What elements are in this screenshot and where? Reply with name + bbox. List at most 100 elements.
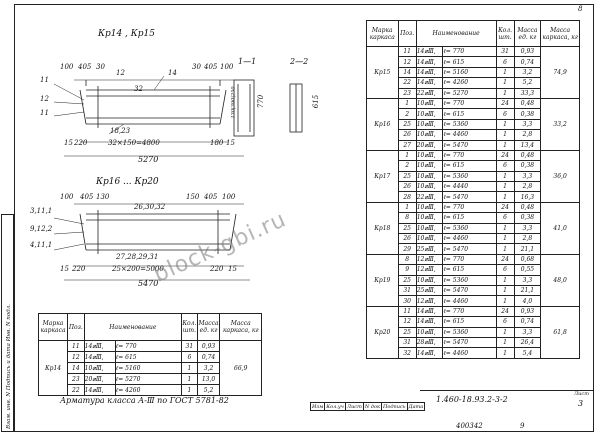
header-cage-mass: Масса каркаса, кг: [219, 313, 262, 341]
quantity: 1: [495, 243, 515, 255]
document-code: 1.460-18.93.2-3-2: [436, 395, 508, 404]
quantity: 1: [495, 129, 515, 141]
side-stamp-text: Взам. инв. N Подпись и дата Инв. N подл.: [6, 304, 12, 429]
bar-length: ℓ= 5360: [442, 118, 497, 131]
quantity: 6: [495, 56, 515, 68]
dim-label: 615: [312, 94, 321, 109]
bar-length: ℓ= 4460: [442, 295, 497, 307]
bar-length: ℓ= 5470: [442, 191, 497, 203]
bar-diameter: 10⌀Ⅲ,: [415, 160, 444, 172]
bar-diameter: 12⌀Ⅲ,: [415, 264, 444, 276]
cage-mark: Кр15: [366, 46, 399, 99]
quantity: 1: [495, 222, 515, 235]
bar-length: ℓ= 5160: [114, 362, 183, 374]
bar-diameter: 14⌀Ⅲ,: [415, 66, 444, 79]
position: 23: [397, 87, 417, 99]
stamp-col: Изм: [309, 402, 326, 411]
dim-label: 405: [204, 193, 218, 201]
kr14-table: Марка каркаса Поз. Наименование Кол. шт.…: [37, 313, 262, 396]
quantity: 1: [495, 191, 515, 203]
quantity: 1: [495, 170, 515, 183]
quantity: 1: [495, 326, 515, 338]
quantity: 6: [495, 264, 515, 276]
bar-diameter: 14⌀Ⅲ,: [415, 77, 444, 89]
dim-label: 405: [80, 193, 94, 201]
bar-diameter: 10⌀Ⅲ,: [415, 149, 444, 162]
bar-length: ℓ= 4440: [442, 181, 497, 193]
quantity: 1: [495, 295, 515, 307]
position: 25: [397, 118, 417, 131]
position-mark: 12: [40, 95, 49, 103]
cage-mark: Кр17: [366, 149, 399, 203]
unit-mass: 0,55: [513, 264, 542, 276]
quantity: 1: [181, 373, 198, 385]
position: 32: [397, 347, 417, 359]
cage-mass: 41,0: [540, 201, 580, 255]
dim-label: 30: [192, 63, 201, 71]
position: 1: [397, 149, 417, 162]
stamp-col: N док: [362, 402, 382, 411]
unit-mass: 5,2: [196, 384, 221, 396]
unit-mass: 21,1: [513, 284, 542, 297]
position-mark: 11: [40, 109, 49, 117]
quantity: 1: [495, 347, 515, 359]
bar-length: ℓ= 615: [442, 56, 497, 68]
bar-length: ℓ= 770: [442, 149, 497, 162]
bar-diameter: 10⌀Ⅲ,: [415, 118, 444, 131]
bar-length: ℓ= 770: [442, 97, 497, 110]
stamp-col: Дата: [406, 402, 426, 411]
dim-label: 15: [64, 139, 73, 147]
dim-label: 15: [226, 139, 235, 147]
bar-diameter: 14⌀Ⅲ,: [83, 384, 116, 396]
unit-mass: 0,93: [196, 340, 221, 352]
unit-mass: 0,74: [513, 56, 542, 68]
bar-length: ℓ= 770: [442, 253, 497, 266]
quantity: 24: [495, 305, 515, 318]
position: 31: [397, 284, 417, 297]
quantity: 1: [495, 139, 515, 151]
position-mark: 18,23: [110, 127, 131, 135]
bar-diameter: 22⌀Ⅲ,: [415, 191, 444, 203]
position: 8: [397, 253, 417, 266]
dim-label: 405: [204, 63, 218, 71]
bar-length: ℓ= 5160: [442, 66, 497, 79]
unit-mass: 3,2: [196, 362, 221, 374]
unit-mass: 2,8: [513, 181, 542, 193]
position: 14: [397, 66, 417, 79]
unit-mass: 2,8: [513, 233, 542, 245]
position: 11: [67, 340, 85, 352]
position-mark: 32: [134, 85, 143, 93]
header-pos: Поз.: [67, 313, 85, 341]
position: 1: [397, 201, 417, 214]
unit-mass: 3,2: [513, 66, 542, 79]
position: 25: [397, 274, 417, 287]
quantity: 1: [495, 284, 515, 297]
bar-length: ℓ= 4460: [442, 347, 497, 359]
cage-mass: 61,8: [540, 305, 580, 359]
quantity: 24: [495, 253, 515, 266]
position: 8: [397, 212, 417, 224]
unit-mass: 3,3: [513, 274, 542, 287]
unit-mass: 3,3: [513, 222, 542, 235]
quantity: 24: [495, 201, 515, 214]
position-mark: 9,12,2: [30, 225, 53, 233]
position: 12: [397, 316, 417, 328]
quantity: 6: [495, 316, 515, 328]
cage-mass: 36,0: [540, 149, 580, 203]
unit-mass: 5,2: [513, 77, 542, 89]
quantity: 1: [495, 77, 515, 89]
bar-length: ℓ= 615: [442, 108, 497, 120]
dim-label: 100: [60, 63, 74, 71]
quantity: 1: [495, 181, 515, 193]
quantity: 1: [495, 66, 515, 79]
quantity: 1: [495, 87, 515, 99]
bar-length: ℓ= 770: [442, 45, 497, 58]
position: 31: [397, 336, 417, 349]
position: 22: [67, 384, 85, 396]
